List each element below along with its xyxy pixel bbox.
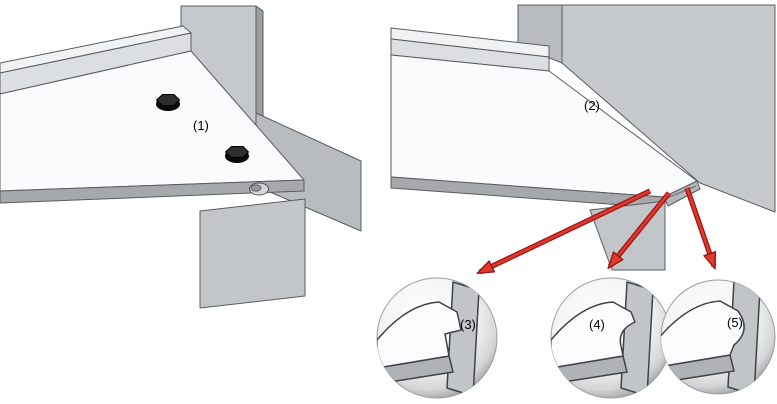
detail-stringer-board (446, 281, 480, 397)
side-bolt-washer-icon (249, 182, 269, 196)
detail-arrows (476, 187, 717, 275)
detail-circle-5 (660, 279, 776, 395)
view-installed-tread (0, 5, 362, 309)
callout-labels: (1) (2) (3) (4) (5) (193, 98, 743, 332)
view-edge-options (390, 4, 776, 271)
label-detail-4: (4) (589, 317, 605, 332)
hex-bolt-icon (156, 94, 180, 111)
hex-bolt-icon (225, 146, 249, 163)
label-view-2: (2) (584, 98, 600, 113)
tread-front-edge (0, 179, 305, 204)
detail-tread-profile-groove (551, 301, 636, 369)
arrow-to-detail-4 (607, 192, 671, 270)
label-view-1: (1) (193, 118, 209, 133)
label-detail-5: (5) (727, 315, 743, 330)
tread-nosing-strip (663, 180, 701, 207)
arrow-to-detail-5 (685, 187, 717, 270)
nosing-groove-line (666, 185, 697, 199)
detail-tread-profile-square (377, 301, 462, 369)
label-detail-3: (3) (460, 317, 476, 332)
detail-circle-3 (376, 277, 498, 399)
detail-stringer-board (620, 281, 654, 397)
detail-tread-profile-round (661, 300, 745, 368)
detail-circle-4 (550, 277, 672, 399)
arrow-to-detail-3 (476, 189, 651, 274)
stringer-lower-panel (199, 198, 306, 309)
